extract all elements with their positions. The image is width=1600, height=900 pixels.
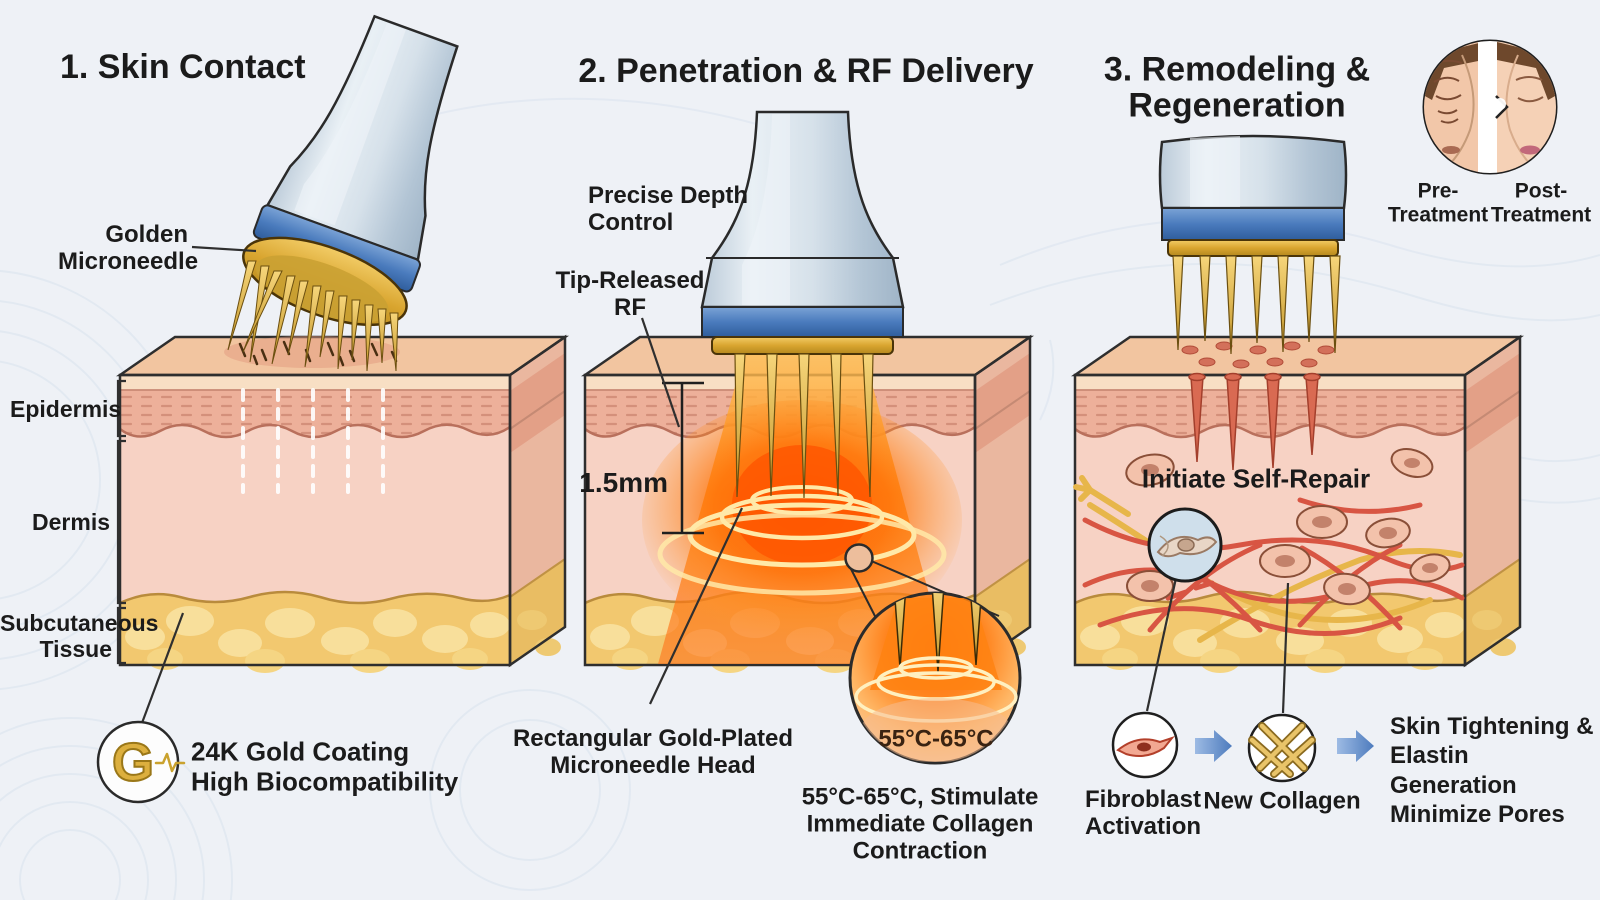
gold-badge-letter: G — [111, 731, 155, 793]
magnifier-source-dot — [844, 543, 874, 573]
rf-heat-rings — [657, 485, 947, 596]
microneedles-2 — [734, 353, 874, 499]
panel2-title: 2. Penetration & RF Delivery — [578, 51, 1034, 90]
arrow-right-icon-1 — [1195, 730, 1232, 762]
handpiece-1 — [242, 14, 459, 327]
panel3-title: 3. Remodeling & Regeneration — [1103, 50, 1371, 124]
epidermis-label: Epidermis — [10, 396, 122, 423]
healing-channels-3 — [1188, 372, 1321, 471]
temp-caption-label: 55°C-65°C, Stimulate Immediate Collagen … — [801, 783, 1039, 865]
head-leader-line — [649, 507, 743, 705]
microneedles-1 — [227, 260, 399, 372]
skin-block-3 — [1073, 335, 1522, 675]
badge-leader-line — [140, 612, 185, 724]
layer-brackets — [116, 379, 126, 665]
new-collagen-label: New Collagen — [1203, 787, 1361, 815]
fibroblast-icon — [1111, 711, 1179, 779]
skin-cells — [1125, 448, 1451, 606]
depth-value-label: 1.5mm — [579, 467, 668, 499]
needle-label-leader-line — [191, 245, 257, 253]
depth-marker — [662, 381, 704, 535]
needle-entry-marks-1 — [224, 336, 400, 368]
golden-microneedle-label: Golden Microneedle — [58, 221, 199, 276]
arrow-right-icon-2 — [1337, 730, 1374, 762]
pre-treatment-label: Pre- Treatment — [1387, 179, 1489, 226]
precise-depth-label: Precise Depth Control — [588, 182, 749, 237]
dermis-label: Dermis — [32, 509, 110, 536]
badge-subtitle: High Biocompatibility — [191, 766, 459, 797]
fibroblast-leader-line — [1145, 577, 1178, 712]
panel1-title: 1. Skin Contact — [60, 48, 306, 86]
handpiece-3 — [1158, 134, 1348, 257]
needle-channel-dashes-1 — [241, 388, 385, 494]
badge-title: 24K Gold Coating — [191, 736, 410, 767]
outcome-label: Skin Tightening & Elastin Generation Min… — [1390, 713, 1594, 828]
tip-released-rf-label: Tip-Released RF — [555, 266, 705, 321]
collagen-leader-line — [1281, 582, 1290, 714]
temp-range-label: 55°C-65°C — [878, 725, 994, 753]
skin-block-1 — [118, 335, 567, 675]
self-repair-label: Initiate Self-Repair — [1141, 463, 1371, 494]
needle-head-label: Rectangular Gold-Plated Microneedle Head — [512, 724, 794, 779]
fibroblast-magnifier-circle — [1147, 507, 1223, 583]
subcutaneous-label: Subcutaneous Tissue — [0, 610, 159, 662]
face-comparison-icon — [1422, 39, 1558, 175]
gold-badge-icon — [96, 720, 186, 804]
microneedles-3 — [1172, 255, 1341, 355]
handpiece-2 — [700, 110, 905, 355]
temperature-magnifier-circle — [848, 591, 1022, 765]
fibroblast-label: Fibroblast Activation — [1084, 785, 1202, 840]
post-treatment-label: Post- Treatment — [1490, 179, 1592, 226]
needle-marks-3 — [1181, 341, 1335, 369]
new-collagen-icon — [1247, 713, 1317, 783]
tip-rf-leader-line — [640, 317, 681, 428]
